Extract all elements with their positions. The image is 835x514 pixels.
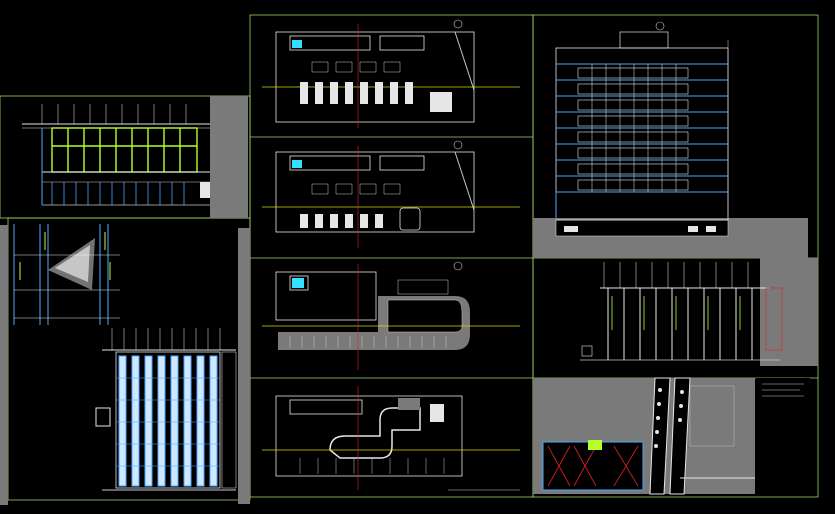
facade-detail-section[interactable] bbox=[0, 224, 120, 505]
glass-curtain-elevation[interactable] bbox=[95, 228, 250, 504]
partial-elevation-green[interactable] bbox=[22, 96, 248, 218]
floor-plan-2[interactable] bbox=[262, 140, 520, 248]
site-plan[interactable] bbox=[533, 377, 810, 495]
floor-plan-1[interactable] bbox=[262, 19, 520, 128]
cross-section[interactable] bbox=[580, 258, 818, 366]
floor-plan-3[interactable] bbox=[262, 261, 520, 370]
floor-plan-4[interactable] bbox=[262, 386, 520, 491]
main-elevation[interactable] bbox=[533, 21, 808, 258]
